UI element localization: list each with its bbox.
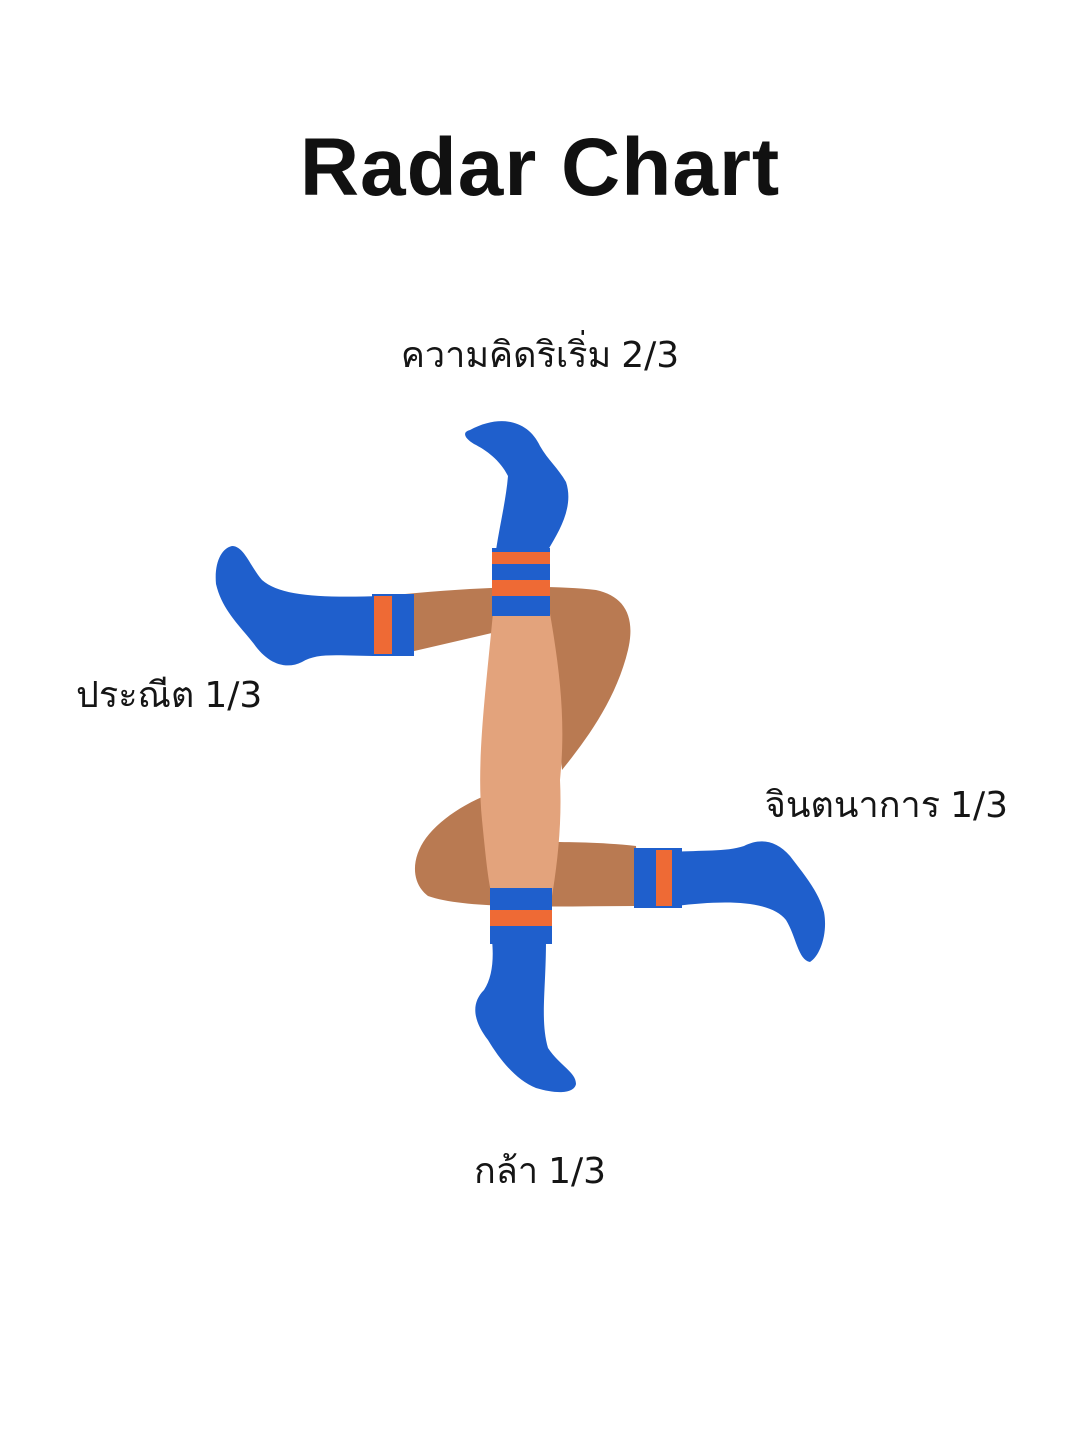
center-leg [480,602,563,896]
bottom-sock [475,940,576,1093]
page-title: Radar Chart [299,122,781,213]
top-sock-stripe [492,552,550,564]
axis-name: ประณีต [76,675,195,716]
right-sock-stripe [656,850,672,906]
bottom-sock-stripe [490,910,552,926]
top-sock [465,421,569,550]
axis-name: ความคิดริเริ่ม [400,335,612,376]
left-sock-stripe [374,596,392,654]
right-sock [674,841,826,962]
axis-value: 1/3 [950,785,1008,826]
top-sock-stripe [492,580,550,596]
axis-value: 1/3 [548,1151,606,1192]
left-sock [215,546,382,666]
axis-name: จินตนาการ [764,785,941,826]
axis-value: 1/3 [204,675,263,716]
axis-value: 2/3 [621,335,680,376]
axis-name: กล้า [473,1151,539,1192]
upper-thigh [405,587,631,770]
